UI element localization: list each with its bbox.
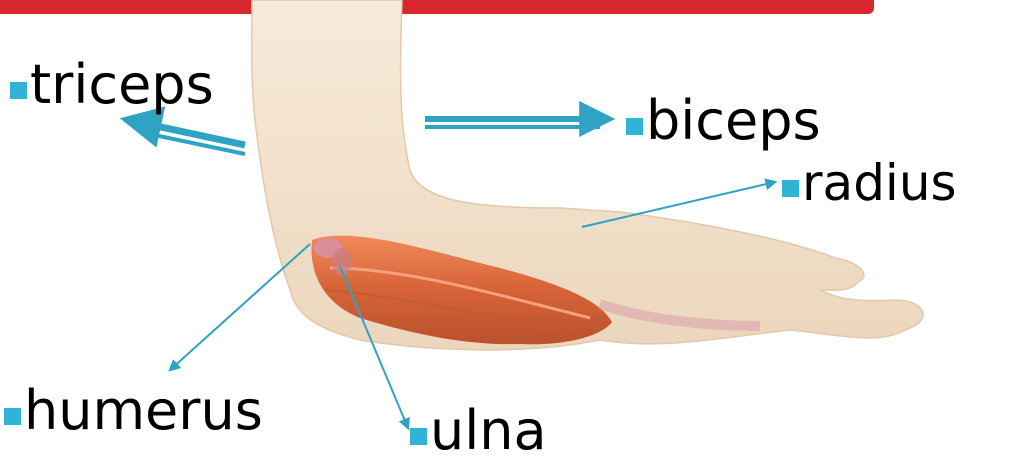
label-triceps-text: triceps — [30, 58, 214, 112]
label-biceps: biceps — [626, 94, 821, 148]
label-biceps-text: biceps — [646, 94, 821, 148]
square-bullet-icon — [782, 180, 799, 197]
humerus-arrow — [170, 244, 310, 370]
label-ulna-text: ulna — [430, 404, 547, 458]
square-bullet-icon — [626, 118, 643, 135]
label-humerus: humerus — [4, 384, 263, 438]
label-radius-text: radius — [802, 158, 957, 208]
label-ulna: ulna — [410, 404, 547, 458]
square-bullet-icon — [10, 82, 27, 99]
label-humerus-text: humerus — [24, 384, 263, 438]
label-radius: radius — [782, 158, 957, 208]
label-triceps: triceps — [10, 58, 214, 112]
square-bullet-icon — [410, 428, 427, 445]
square-bullet-icon — [4, 408, 21, 425]
